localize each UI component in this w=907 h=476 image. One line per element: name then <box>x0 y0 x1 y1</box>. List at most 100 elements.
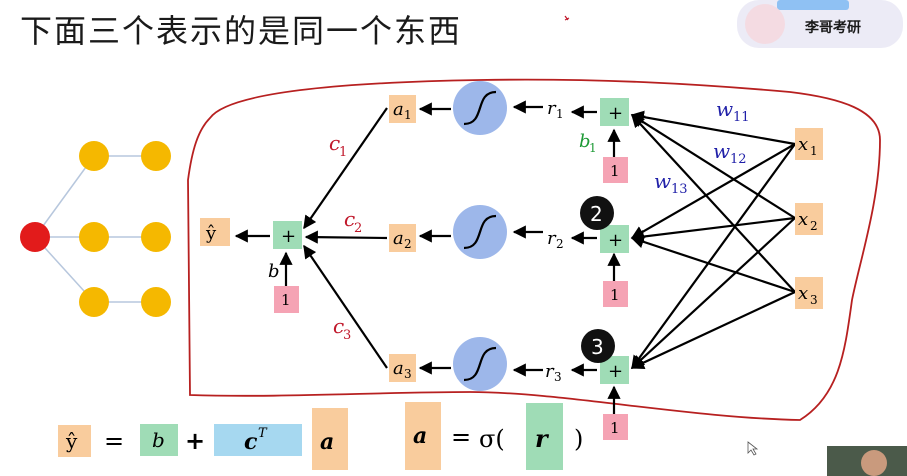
watermark-text: 李哥考研 <box>805 20 861 36</box>
svg-text:r: r <box>545 361 555 382</box>
output-bias-input: 1 <box>274 286 299 313</box>
svg-text:a: a <box>393 358 404 379</box>
svg-text:1: 1 <box>589 141 597 155</box>
r3-label: r 3 <box>545 361 562 384</box>
input-x2: x 2 <box>795 203 823 235</box>
r1-label: r 1 <box>547 98 564 121</box>
input-x1: x 1 <box>795 128 823 160</box>
formula-cT-box: c T <box>214 424 302 456</box>
svg-text:a: a <box>393 99 404 120</box>
formula-r-box: r <box>526 403 563 470</box>
svg-text:c: c <box>333 314 344 338</box>
svg-text:2: 2 <box>354 221 362 236</box>
tree-node <box>141 222 171 252</box>
svg-text:a: a <box>413 423 427 449</box>
watermark-badge: 李哥考研 <box>737 0 903 48</box>
red-cursor-mark <box>564 15 570 21</box>
weight-c3-label: c 3 <box>333 314 351 343</box>
weight-w13-label: w 13 <box>654 169 688 197</box>
svg-text:+: + <box>608 361 623 382</box>
row-arrows <box>234 100 621 414</box>
step-badge-2: 2 <box>580 196 614 230</box>
step-badge-3: 3 <box>581 329 615 363</box>
svg-text:b: b <box>268 261 280 282</box>
input-edges <box>630 110 796 370</box>
svg-text:1: 1 <box>281 291 291 309</box>
svg-text:w: w <box>654 169 671 193</box>
svg-text:3: 3 <box>404 367 412 381</box>
avatar-icon <box>745 4 785 44</box>
svg-text:1: 1 <box>610 419 620 437</box>
svg-text:12: 12 <box>730 152 747 167</box>
svg-text:c: c <box>329 131 340 155</box>
svg-text:r: r <box>547 228 557 249</box>
output-sum-node: + <box>273 221 302 249</box>
activation-a1: a 1 <box>389 95 416 123</box>
svg-text:r: r <box>535 424 550 453</box>
svg-text:3: 3 <box>554 370 562 384</box>
activation-a3: a 3 <box>389 354 416 382</box>
bias-input-3: 1 <box>603 414 628 440</box>
presenter-face <box>861 450 887 476</box>
svg-text:a: a <box>320 429 334 455</box>
formula-yhat-box: ŷ <box>58 425 91 457</box>
tree-node <box>141 287 171 317</box>
bias-input-1: 1 <box>603 157 628 183</box>
svg-text:x: x <box>798 134 808 155</box>
formula-a-box: a <box>312 408 348 470</box>
svg-text:3: 3 <box>810 293 818 307</box>
svg-text:b: b <box>579 131 591 152</box>
weight-w11-label: w 11 <box>716 97 750 125</box>
sigmoid-node <box>453 81 507 135</box>
svg-text:1: 1 <box>610 286 620 304</box>
svg-text:x: x <box>798 283 808 304</box>
r2-label: r 2 <box>547 228 564 251</box>
svg-text:x: x <box>798 209 808 230</box>
tree-diagram <box>20 141 171 317</box>
mouse-cursor-icon <box>747 441 759 456</box>
output-yhat: ŷ <box>200 218 230 246</box>
svg-text:1: 1 <box>404 108 412 122</box>
svg-text:1: 1 <box>610 162 620 180</box>
svg-text:3: 3 <box>591 335 604 359</box>
formula-b-box: b <box>140 424 178 456</box>
slide-title: 下面三个表示的是同一个东西 <box>20 12 463 50</box>
svg-text:c: c <box>344 207 355 231</box>
svg-text:+: + <box>281 226 296 247</box>
formula-a2-box: a <box>405 402 441 470</box>
formula-equals: = <box>104 427 124 455</box>
svg-text:13: 13 <box>671 182 688 197</box>
tree-node <box>79 141 109 171</box>
tree-root-node <box>20 222 50 252</box>
bias-input-2: 1 <box>603 281 628 307</box>
hand-drawn-outline <box>187 78 881 421</box>
svg-text:1: 1 <box>556 107 564 121</box>
svg-text:ŷ: ŷ <box>65 429 78 453</box>
svg-text:+: + <box>608 103 623 124</box>
tree-node <box>79 222 109 252</box>
hidden-sum-node-2: + <box>600 225 629 253</box>
svg-text:r: r <box>547 98 557 119</box>
svg-text:3: 3 <box>343 328 351 343</box>
svg-text:T: T <box>258 426 268 441</box>
input-x3: x 3 <box>795 277 823 309</box>
formula-close-paren: ) <box>574 425 583 453</box>
svg-text:a: a <box>393 228 404 249</box>
weight-w12-label: w 12 <box>713 139 747 167</box>
svg-text:1: 1 <box>339 145 347 160</box>
tree-node <box>79 287 109 317</box>
sigmoid-node <box>453 337 507 391</box>
svg-text:w: w <box>716 97 733 121</box>
formula-sigma: σ( <box>479 425 505 453</box>
formula-plus: + <box>185 427 205 455</box>
output-bias-label: b <box>268 261 280 282</box>
presenter-webcam <box>827 446 907 476</box>
activation-a2: a 2 <box>389 224 416 252</box>
b1-label: b 1 <box>579 131 597 155</box>
sigmoid-node <box>453 205 507 259</box>
tree-node <box>141 141 171 171</box>
formula-equals-2: = <box>451 423 471 451</box>
svg-text:b: b <box>152 428 165 452</box>
svg-text:2: 2 <box>810 219 818 233</box>
